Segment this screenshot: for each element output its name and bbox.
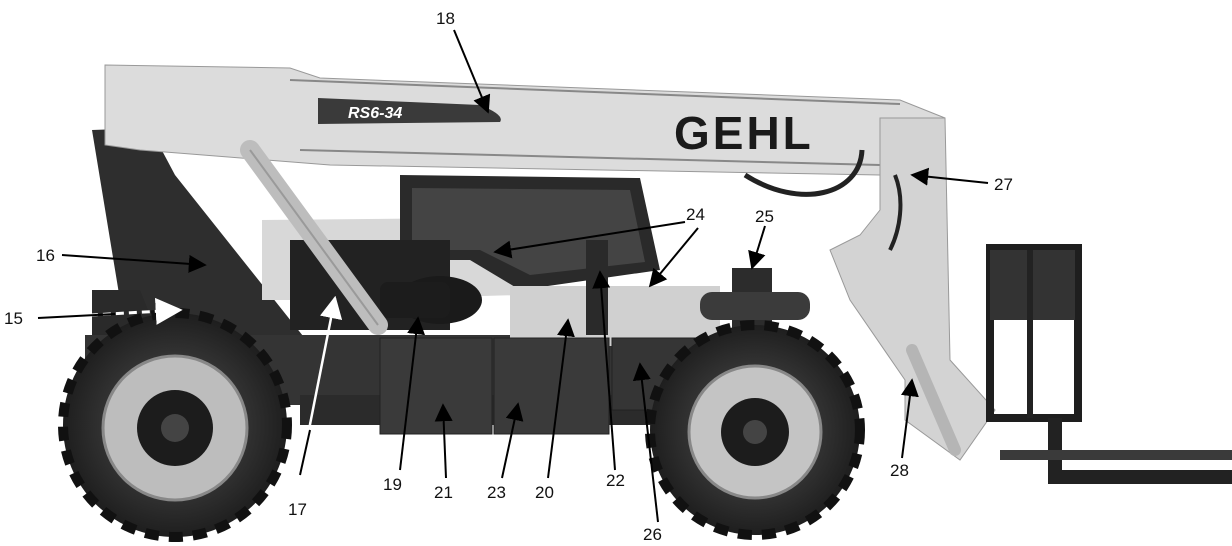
callout-27: 27	[994, 175, 1013, 194]
leader-19	[399, 316, 426, 471]
callout-labels: 15 16 17 18 19 20 21 22 23 24 25 26 27 2…	[4, 9, 1013, 544]
callout-19: 19	[383, 475, 402, 494]
callout-25: 25	[755, 207, 774, 226]
carriage-arm	[829, 117, 996, 461]
leader-24b	[648, 227, 699, 288]
callout-16: 16	[36, 246, 55, 265]
front-wheel	[645, 320, 865, 540]
callout-28: 28	[890, 461, 909, 480]
callout-21: 21	[434, 483, 453, 502]
callout-15: 15	[4, 309, 23, 328]
callout-arrows	[37, 29, 989, 523]
brand-logo: GEHL	[674, 107, 814, 159]
callout-23: 23	[487, 483, 506, 502]
fuel-cap-post	[586, 240, 608, 335]
leader-16	[61, 254, 207, 273]
leader-24a	[493, 221, 686, 259]
leader-21	[434, 403, 453, 479]
fork-backrest	[986, 244, 1082, 422]
leader-27	[910, 167, 989, 186]
model-badge-panel	[318, 98, 501, 124]
rear-wheel	[58, 308, 292, 542]
leader-25	[748, 225, 766, 270]
leader-26	[632, 362, 659, 523]
boom	[104, 64, 946, 176]
hydraulic-hoses	[743, 149, 865, 197]
side-box-left	[379, 337, 493, 435]
tilt-cylinder	[906, 344, 961, 456]
machine-illustration: RS6-34 GEHL	[58, 64, 1232, 542]
leader-22	[592, 270, 616, 471]
side-box-middle	[493, 337, 610, 435]
leader-28	[901, 378, 919, 459]
callout-20: 20	[535, 483, 554, 502]
model-badge: RS6-34	[348, 105, 402, 122]
fork-tine-rear	[1000, 450, 1232, 460]
leader-23	[501, 402, 524, 479]
callout-26: 26	[643, 525, 662, 544]
callout-24: 24	[686, 205, 705, 224]
right-platform	[510, 286, 720, 346]
callout-22: 22	[606, 471, 625, 490]
leader-20	[547, 318, 575, 479]
callout-17: 17	[288, 500, 307, 519]
fork-tine	[1048, 470, 1232, 484]
callout-18: 18	[436, 9, 455, 28]
leader-18	[453, 29, 491, 114]
